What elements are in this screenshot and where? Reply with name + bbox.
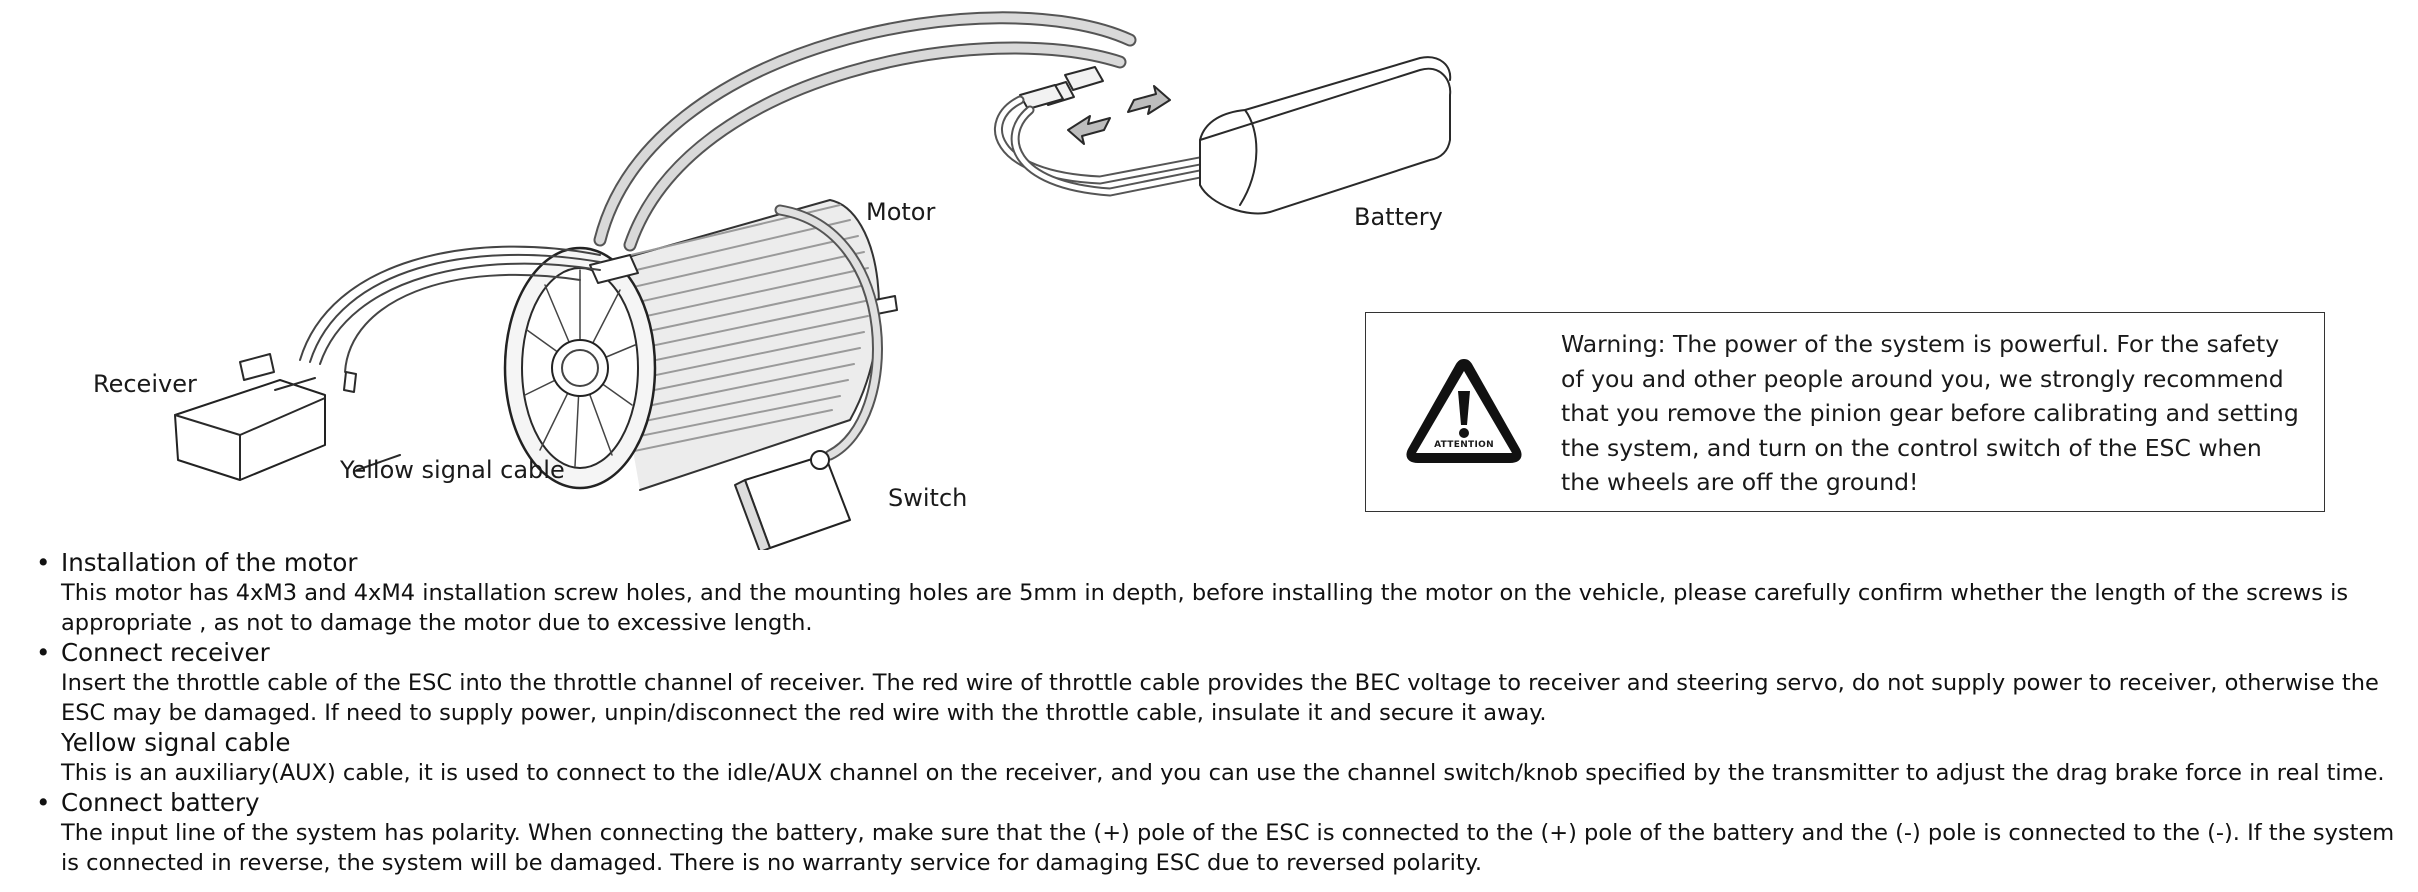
motor-shape	[503, 199, 898, 491]
wiring-diagram: Motor Battery Receiver Yellow signal cab…	[93, 11, 2325, 553]
section-title-connect-receiver: •Connect receiver	[36, 638, 270, 667]
warning-box: ATTENTION Warning: The power of the syst…	[1365, 312, 2325, 512]
wiring-illustration	[174, 11, 1452, 553]
switch-shape	[734, 450, 851, 553]
connect-arrow-left	[1067, 115, 1111, 145]
section-body-connect-battery: The input line of the system has polarit…	[61, 820, 2395, 876]
section-title-connect-battery: •Connect battery	[36, 788, 260, 817]
label-motor: Motor	[866, 198, 936, 226]
connect-arrow-right	[1127, 85, 1171, 115]
warning-text: Warning: The power of the system is powe…	[1561, 330, 2299, 496]
battery-pack-shape	[1199, 56, 1452, 215]
subsection-title-yellow-signal-cable: Yellow signal cable	[61, 728, 291, 757]
attention-label: ATTENTION	[1434, 440, 1494, 450]
label-battery: Battery	[1354, 203, 1443, 231]
subsection-body-yellow-signal-cable: This is an auxiliary(AUX) cable, it is u…	[61, 760, 2385, 786]
receiver-shape	[174, 353, 326, 481]
instructions: •Installation of the motor This motor ha…	[36, 548, 2406, 878]
label-yellow-signal-cable: Yellow signal cable	[340, 456, 565, 484]
label-receiver: Receiver	[93, 370, 197, 398]
warning-triangle-icon: ATTENTION	[1402, 355, 1526, 467]
section-body-install-motor: This motor has 4xM3 and 4xM4 installatio…	[61, 580, 2349, 636]
label-switch: Switch	[888, 484, 968, 512]
section-title-install-motor: •Installation of the motor	[36, 548, 358, 577]
section-body-connect-receiver: Insert the throttle cable of the ESC int…	[61, 670, 2379, 726]
